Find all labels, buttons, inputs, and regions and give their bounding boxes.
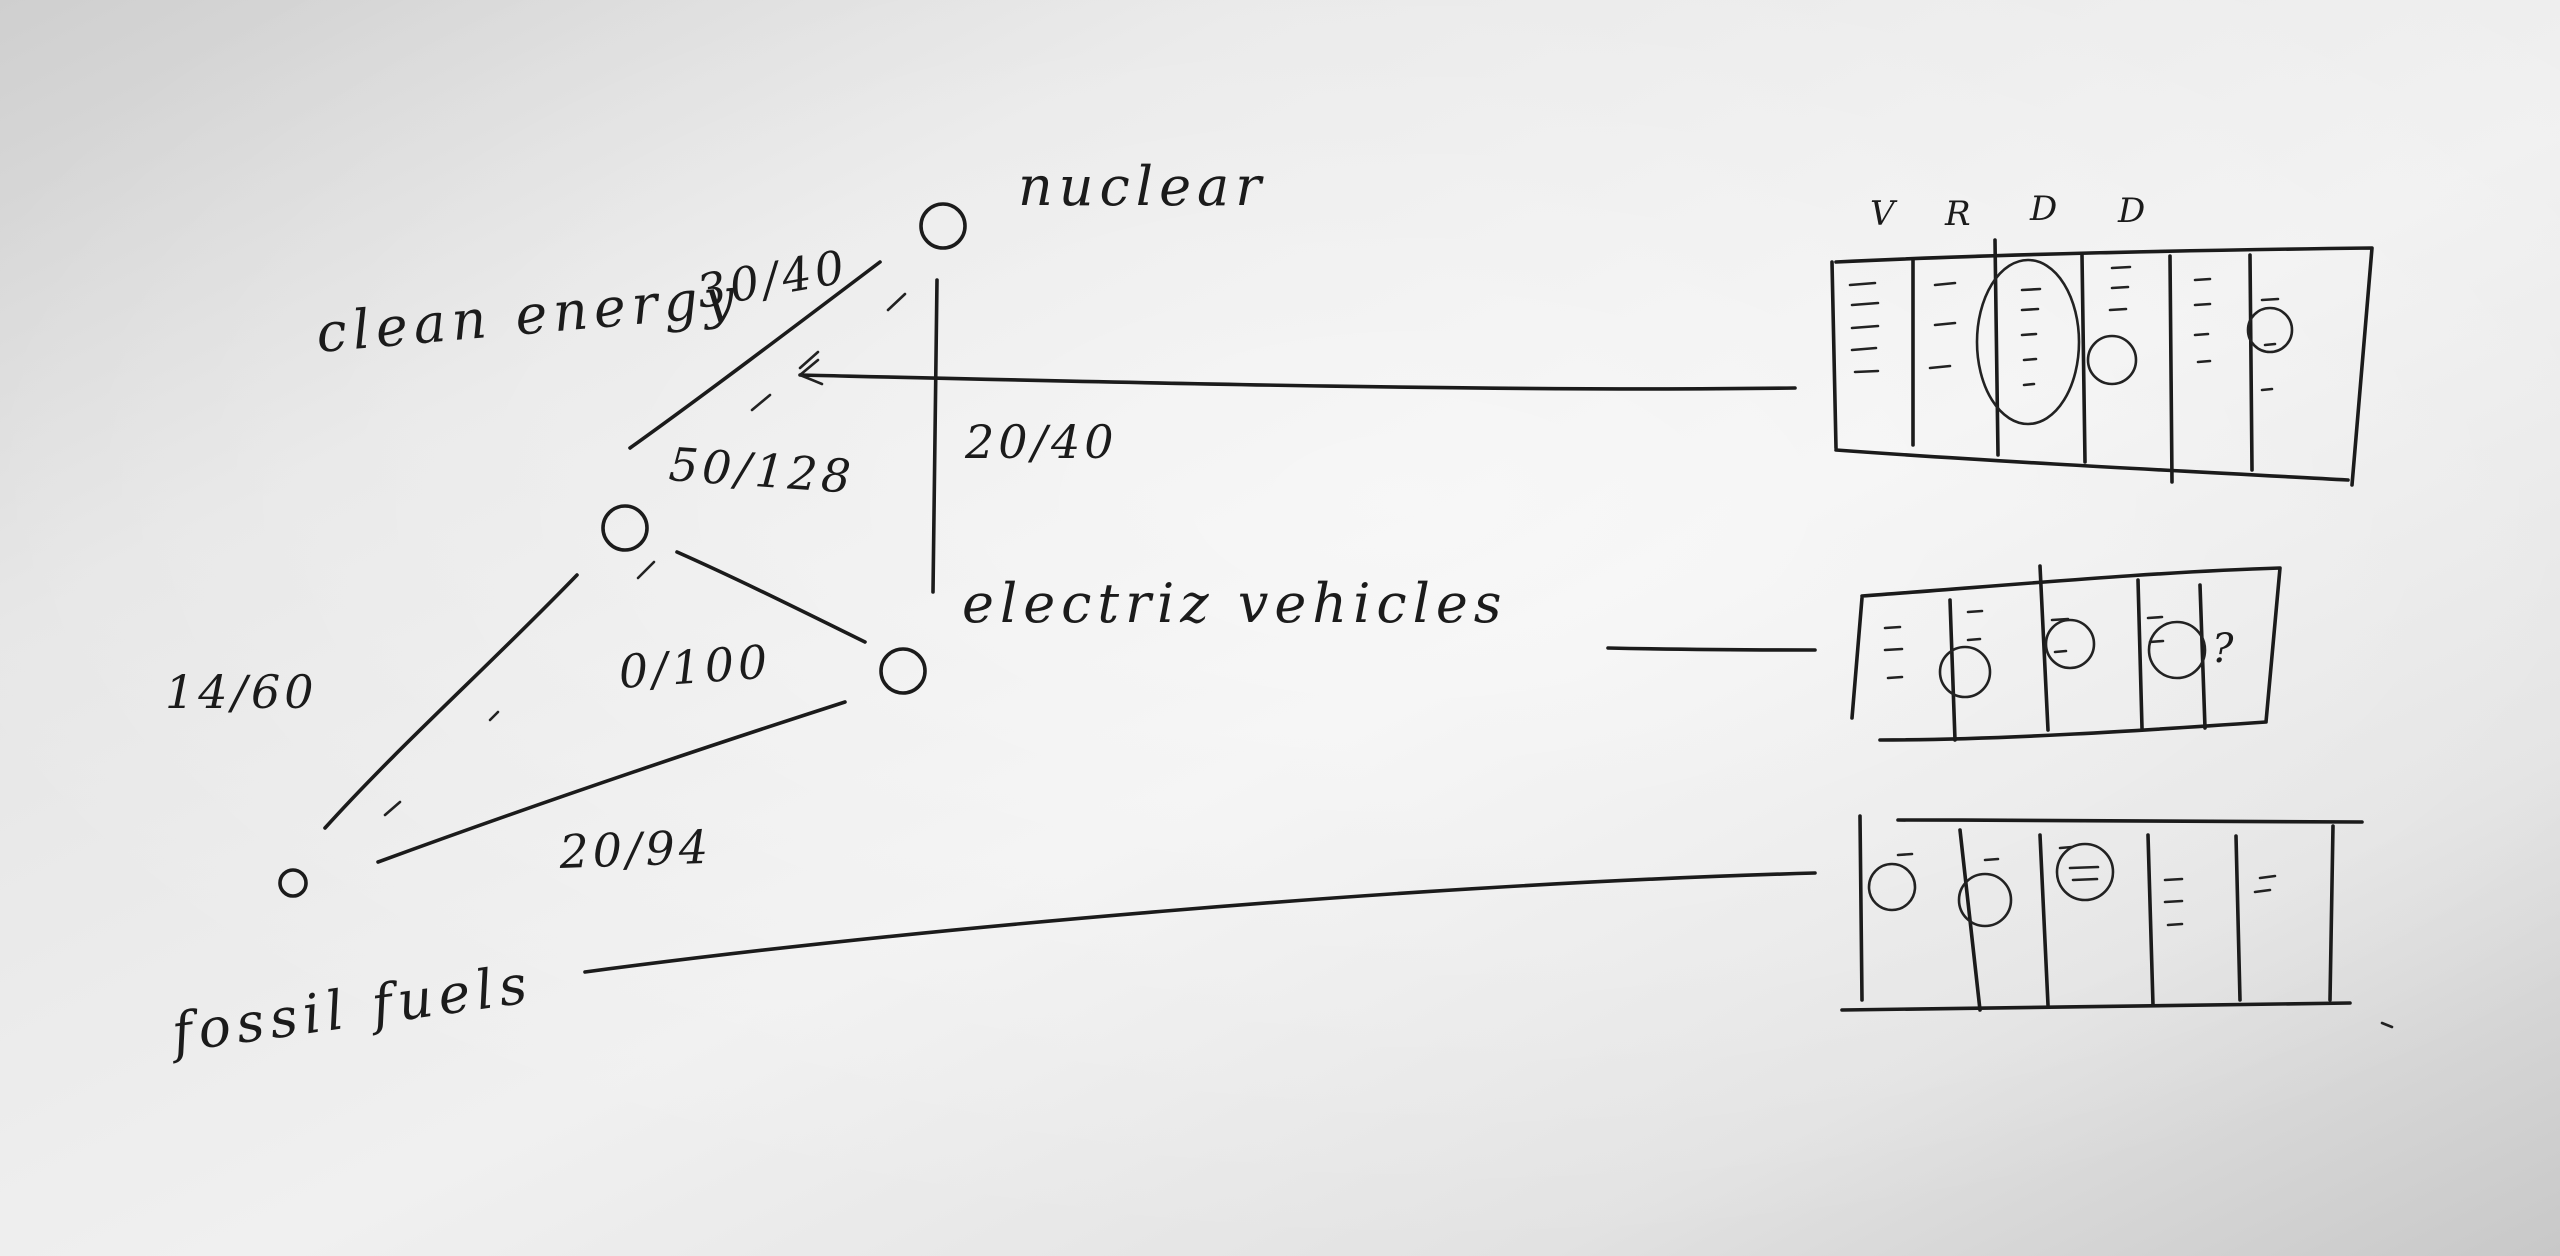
node-circle-icon [278,868,308,898]
table-divider [1993,238,2000,457]
edge-clean-to-ev [675,550,867,644]
table-3 [1840,814,2364,1012]
cell-mark [1883,609,2165,680]
table-frame [1850,566,2282,742]
table-divider [2038,833,2050,1007]
circled-mark-icon [2044,618,2096,670]
edge-fossil-to-ev [376,700,847,864]
connector-table-1 [798,373,1797,391]
table-1-header-r: R [1944,194,1971,234]
circled-mark-icon [2246,306,2294,354]
table-frame [1830,246,2374,487]
network-edges [323,260,1817,974]
cell-mark [1848,265,2280,392]
circled-mark-icon [1957,872,2013,928]
node-circle-icon [879,647,927,695]
connector-table-2 [1606,646,1817,652]
table-1-header-d2: D [2117,191,2145,231]
connector-arrowhead [798,358,824,386]
table-divider [1948,598,1957,742]
table-2: ? [1850,564,2282,742]
edge-fossil-to-clean [323,573,579,830]
cell-mark [1896,845,2277,927]
table-divider [2146,833,2155,1007]
table-divider [2234,834,2242,1002]
connector-table-3 [583,871,1817,974]
table-1: V R D D [1830,189,2374,487]
score-fossil-fuels: 14/60 [165,665,318,719]
circled-mark-icon [2086,334,2138,386]
table-divider [2198,583,2207,730]
edge-clean-to-nuclear [628,260,882,450]
node-circle-icon [601,504,649,552]
circled-mark-icon [1975,258,2081,426]
table-divider [2248,253,2254,472]
circled-mark-icon [1938,645,1992,699]
edge-label-fossil-to-ev: 20/94 [557,820,712,879]
edge-label-clean-to-ev: 0/100 [617,634,773,699]
node-circle-icon [919,202,967,250]
network-nodes [278,202,967,898]
circled-mark-icon [2055,842,2115,902]
table-1-header-v: V [1870,194,1898,234]
edge-tick [798,350,820,370]
table-divider [2038,564,2050,732]
table-divider [2168,254,2174,484]
edge-tick [383,800,402,817]
cell-mark [2068,865,2100,882]
pen-dot [2380,1021,2394,1029]
edge-label-clean-to-nuclear: 50/128 [667,437,856,504]
edge-label-nuclear-to-ev: 20/40 [964,415,1118,469]
node-label-electric-vehicles: electriz vehicles [962,572,1508,635]
circled-mark-icon [2147,620,2207,680]
circled-mark-icon [1867,862,1917,912]
table-1-header-d1: D [2029,189,2057,229]
edge-tick [750,393,772,412]
table-2-question-mark: ? [2212,626,2234,672]
edge-nuclear-to-ev [931,278,939,594]
table-divider [2136,578,2144,730]
edge-tick [636,560,656,580]
table-frame [1840,814,2364,1012]
edge-tick [886,292,907,312]
node-label-nuclear: nuclear [1018,155,1267,218]
table-divider [2080,253,2087,464]
edge-tick [488,710,500,722]
